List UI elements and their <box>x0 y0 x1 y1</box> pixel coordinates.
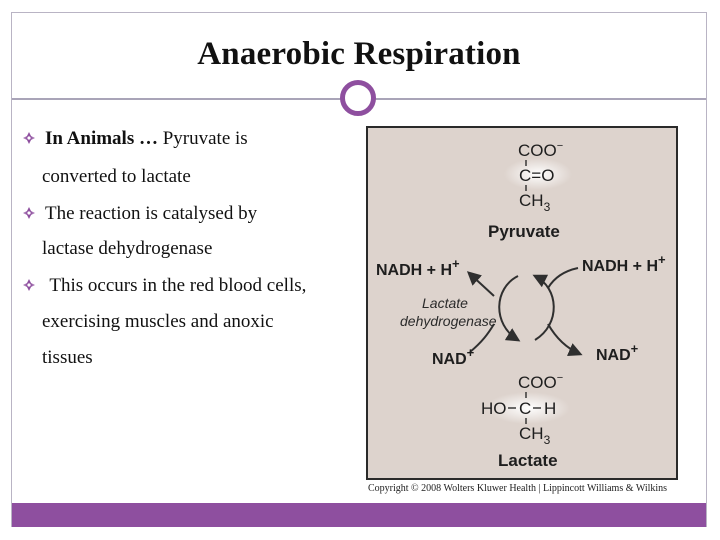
lactate-coo: COO− <box>518 372 563 392</box>
pyruvate-coo: COO− <box>518 140 563 160</box>
figure-copyright: Copyright © 2008 Wolters Kluwer Health |… <box>368 483 668 494</box>
lactate-label: Lactate <box>498 451 558 470</box>
pyruvate-carbonyl: C=O <box>519 166 554 185</box>
diamond-bullet-icon <box>23 278 35 291</box>
highlight-glow <box>486 392 570 424</box>
divider-ring-ornament <box>340 80 376 116</box>
bullet-text: This occurs in the red blood cells, <box>45 275 307 296</box>
enzyme-label-line1: Lactate <box>422 295 468 311</box>
bullet-item-3-line2: exercising muscles and anoxic <box>42 311 274 332</box>
bullet-text: Pyruvate is <box>162 128 248 149</box>
lactate-central-carbon: C <box>519 399 531 418</box>
pyruvate-methyl: CH3 <box>519 191 551 214</box>
slide-title: Anaerobic Respiration <box>197 36 521 72</box>
lactate-ho: HO <box>481 399 507 418</box>
highlight-glow <box>504 158 572 190</box>
nadh-left-label: NADH + H+ <box>376 256 460 279</box>
bullet-text: The reaction is catalysed by <box>45 203 258 224</box>
nad-right-label: NAD+ <box>596 341 639 364</box>
nad-left-label: NAD+ <box>432 345 475 368</box>
bullet-item-2: The reaction is catalysed by <box>22 203 362 225</box>
pyruvate-label: Pyruvate <box>488 222 560 241</box>
bullet-lead: In Animals … <box>45 128 163 149</box>
bullet-item-2-line2: lactase dehydrogenase <box>42 238 213 259</box>
diamond-bullet-icon <box>23 131 35 144</box>
diamond-bullet-icon <box>23 206 35 219</box>
bullet-item-1: In Animals … Pyruvate is <box>22 128 362 150</box>
bullet-item-3-line3: tissues <box>42 347 93 368</box>
nadh-right-label: NADH + H+ <box>582 252 666 275</box>
enzyme-label-line2: dehydrogenase <box>400 313 497 329</box>
bullet-item-3: This occurs in the red blood cells, <box>22 275 362 297</box>
bullet-item-1-line2: converted to lactate <box>42 166 191 187</box>
lactate-methyl: CH3 <box>519 424 551 447</box>
lactate-reaction-diagram: COO− C=O CH3 Pyruvate NADH + H+ NADH + H… <box>366 126 678 480</box>
lactate-h: H <box>544 399 556 418</box>
footer-accent-bar <box>12 503 706 527</box>
